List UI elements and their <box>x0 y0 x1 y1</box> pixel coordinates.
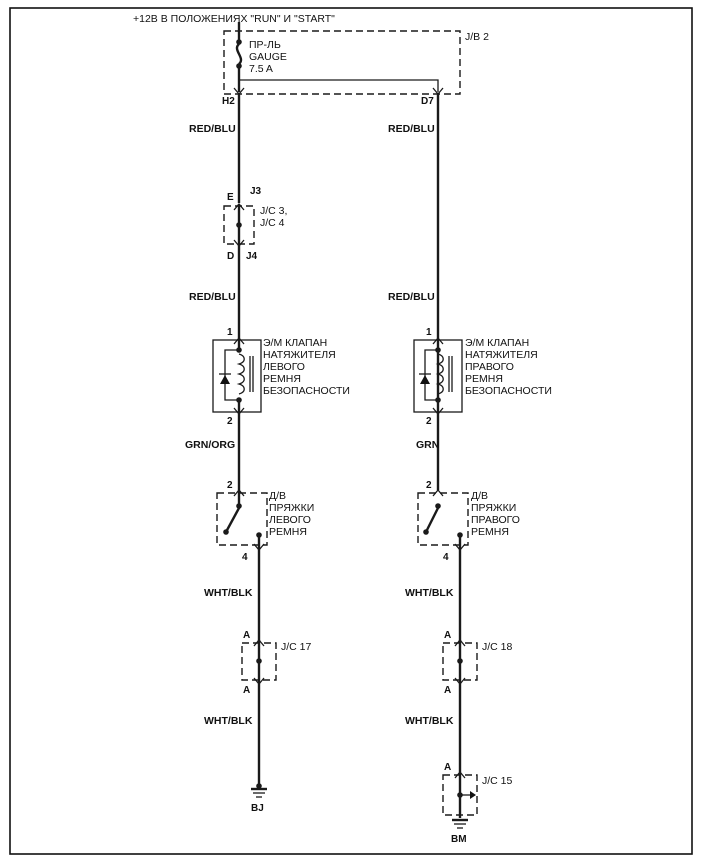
left-switch-label-line4: РЕМНЯ <box>269 526 307 538</box>
right-solenoid-pin-2: 2 <box>426 416 432 427</box>
right-solenoid-label-line4: РЕМНЯ <box>465 373 503 385</box>
right-switch-pivot <box>423 529 429 535</box>
jc17-pin-top: A <box>243 630 250 641</box>
right-solenoid-label-line1: Э/М КЛАПАН <box>465 337 529 349</box>
left-solenoid-label-line3: ЛЕВОГО <box>263 361 305 373</box>
right-solenoid-label-line2: НАТЯЖИТЕЛЯ <box>465 349 538 361</box>
ground-bj-label: BJ <box>251 803 264 814</box>
pin-d: D <box>227 251 234 262</box>
left-coil-icon <box>236 353 245 395</box>
right-solenoid-label-line5: БЕЗОПАСНОСТИ <box>465 385 552 397</box>
right-solenoid-label-line3: ПРАВОГО <box>465 361 514 373</box>
left-solenoid-label-line2: НАТЯЖИТЕЛЯ <box>263 349 336 361</box>
jc18-label: J/C 18 <box>482 641 513 653</box>
left-wire-3-label: GRN/ORG <box>185 439 235 451</box>
jc15-arrow-icon <box>470 791 476 799</box>
left-wire-5-label: WHT/BLK <box>204 715 253 727</box>
left-circuit: RED/BLU E J3 J/C 3, J/C 4 D J4 RED/BLU 1… <box>185 94 350 814</box>
jc17-pin-bottom: A <box>243 685 250 696</box>
left-wire-4-label: WHT/BLK <box>204 587 253 599</box>
right-wire-3-label: GRN <box>416 439 439 451</box>
left-solenoid-pin-2: 2 <box>227 416 233 427</box>
left-diode-branch <box>224 349 239 401</box>
right-switch-outline <box>417 492 469 546</box>
junction-block-jb2: J/B 2 ПР-ЛЬ GAUGE 7.5 A H2 D7 <box>222 22 489 107</box>
jb2-label: J/B 2 <box>465 31 489 43</box>
fuse-top-node <box>236 39 242 45</box>
left-solenoid-label-line5: БЕЗОПАСНОСТИ <box>263 385 350 397</box>
right-switch-contact-top <box>435 503 441 509</box>
right-switch-label-line3: ПРАВОГО <box>471 514 520 526</box>
pin-d7: D7 <box>421 96 434 107</box>
right-diode-branch <box>424 349 438 401</box>
jb2-bus-right <box>239 79 439 92</box>
left-wire-1-label: RED/BLU <box>189 123 236 135</box>
fuse-label-line1: ПР-ЛЬ <box>249 39 281 51</box>
left-solenoid-label-line1: Э/М КЛАПАН <box>263 337 327 349</box>
connector-j4: J4 <box>246 251 258 262</box>
jc3-node <box>236 222 242 228</box>
right-solenoid-pin-1: 1 <box>426 327 432 338</box>
pin-h2: H2 <box>222 96 235 107</box>
jc15-label: J/C 15 <box>482 775 513 787</box>
power-source-title: +12В В ПОЛОЖЕНИЯХ "RUN" И "START" <box>133 13 335 25</box>
ground-bm-label: BM <box>451 834 467 845</box>
right-switch-top-chevron <box>432 488 444 497</box>
right-switch-blade-icon <box>424 507 440 533</box>
left-solenoid-label-line4: РЕМНЯ <box>263 373 301 385</box>
connector-j3: J3 <box>250 186 262 197</box>
left-solenoid-pin-1: 1 <box>227 327 233 338</box>
jc17-node <box>256 658 262 664</box>
jc18-pin-top: A <box>444 630 451 641</box>
diagram-frame <box>9 7 693 855</box>
right-switch-pin-2: 2 <box>426 480 432 491</box>
right-diode-icon <box>420 375 430 384</box>
ground-icon <box>452 818 468 829</box>
left-switch-contact-top <box>236 503 242 509</box>
fuse-label-line2: GAUGE <box>249 51 287 63</box>
right-switch-label-line1: Д/В <box>471 490 488 502</box>
right-wire-5-label: WHT/BLK <box>405 715 454 727</box>
right-circuit: RED/BLU RED/BLU 1 Э/М КЛАПАН НАТЯЖИТЕЛЯ … <box>388 94 552 845</box>
jc18-node <box>457 658 463 664</box>
left-wire-2-label: RED/BLU <box>189 291 236 303</box>
right-switch-label-line2: ПРЯЖКИ <box>471 502 516 514</box>
jc17-label: J/C 17 <box>281 641 312 653</box>
left-switch-pivot <box>223 529 229 535</box>
right-switch-pin-4: 4 <box>443 552 449 563</box>
fuse-symbol <box>235 43 243 65</box>
pin-e: E <box>227 192 234 203</box>
jc18-pin-bottom: A <box>444 685 451 696</box>
right-wire-4-label: WHT/BLK <box>405 587 454 599</box>
fuse-label-line3: 7.5 A <box>249 63 273 75</box>
left-switch-label-line2: ПРЯЖКИ <box>269 502 314 514</box>
right-wire-2-label: RED/BLU <box>388 291 435 303</box>
left-diode-icon <box>220 375 230 384</box>
right-switch-label-line4: РЕМНЯ <box>471 526 509 538</box>
left-switch-pin-4: 4 <box>242 552 248 563</box>
left-switch-label-line1: Д/В <box>269 490 286 502</box>
jc3-label-line1: J/C 3, <box>260 205 287 217</box>
ground-icon <box>251 783 267 798</box>
right-wire-1-label: RED/BLU <box>388 123 435 135</box>
jb2-dashed-outline <box>223 30 461 95</box>
jc3-label-line2: J/C 4 <box>260 217 285 229</box>
left-switch-blade-icon <box>224 507 241 533</box>
jc15-pin-top: A <box>444 762 451 773</box>
left-switch-label-line3: ЛЕВОГО <box>269 514 311 526</box>
left-switch-pin-2: 2 <box>227 480 233 491</box>
